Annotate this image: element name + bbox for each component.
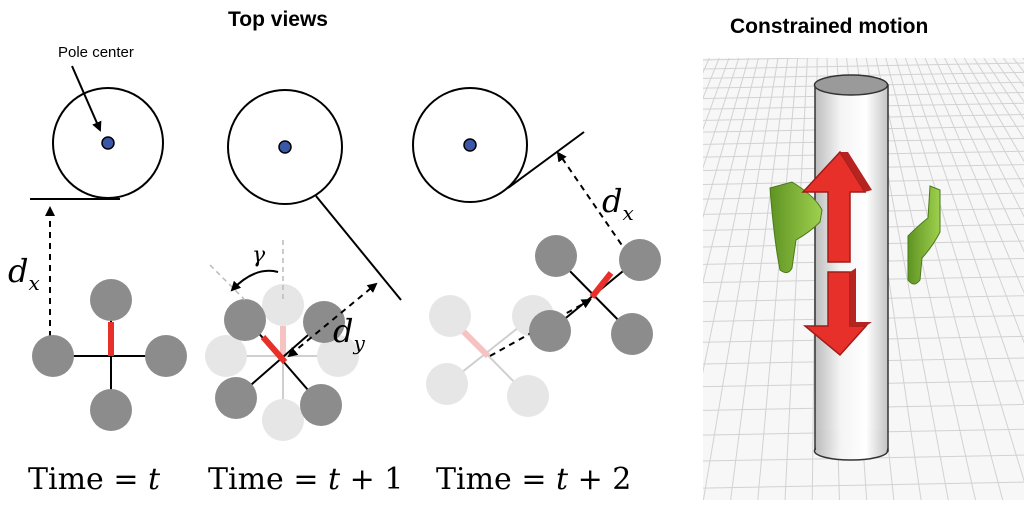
wall-line bbox=[507, 131, 585, 189]
pole-cylinder bbox=[813, 74, 889, 461]
time-label-t-plus-1: Time = t + 1 bbox=[208, 462, 404, 497]
front-arm bbox=[589, 271, 614, 299]
top-views-title: Top views bbox=[228, 8, 328, 31]
rotor bbox=[303, 301, 345, 343]
rotor bbox=[145, 335, 187, 377]
rotor bbox=[90, 389, 132, 431]
rotor bbox=[535, 235, 577, 277]
pole-center-arrow bbox=[71, 65, 102, 132]
rotor bbox=[215, 377, 257, 419]
time-label-t-plus-2: Time = t + 2 bbox=[436, 462, 632, 497]
time-label-t: Time = t bbox=[28, 462, 161, 497]
gripper-right bbox=[907, 185, 941, 285]
quadrotor-t bbox=[32, 279, 187, 431]
constrained-motion-scene bbox=[703, 58, 1024, 500]
rotor bbox=[300, 384, 342, 426]
panel-time-t2: dx bbox=[412, 87, 661, 417]
gripper-left bbox=[769, 181, 823, 274]
rotor bbox=[90, 279, 132, 321]
vertical-motion-arrow bbox=[801, 150, 872, 357]
dx-label: dx bbox=[8, 252, 40, 295]
pole-center-dot bbox=[101, 136, 115, 150]
quadrotor-t1 bbox=[215, 299, 345, 426]
rotor bbox=[619, 239, 661, 281]
rotor bbox=[224, 299, 266, 341]
pole-circle bbox=[227, 89, 343, 205]
rotor bbox=[32, 335, 74, 377]
pole-center-label: Pole center bbox=[58, 44, 134, 61]
pole-center-dot bbox=[463, 138, 477, 152]
wall-line bbox=[315, 195, 402, 301]
dx-dashed-arrow bbox=[561, 157, 632, 259]
pole-center-dot bbox=[278, 140, 292, 154]
gamma-arc bbox=[230, 269, 279, 292]
ghost-quadrotor bbox=[205, 284, 359, 441]
dy-label: dy bbox=[333, 312, 365, 355]
panel-time-t: Pole center dx bbox=[8, 44, 187, 431]
front-arm bbox=[260, 335, 288, 364]
panel-time-t1: γ dy bbox=[205, 89, 402, 441]
constrained-motion-title: Constrained motion bbox=[730, 15, 929, 38]
quadrotor-t2 bbox=[529, 235, 661, 355]
dx-label: dx bbox=[602, 182, 634, 225]
rotor bbox=[611, 313, 653, 355]
dy-dashed-arrow bbox=[289, 282, 378, 356]
rotor bbox=[529, 310, 571, 352]
gamma-label: γ bbox=[252, 243, 266, 268]
pole-circle bbox=[412, 87, 528, 203]
